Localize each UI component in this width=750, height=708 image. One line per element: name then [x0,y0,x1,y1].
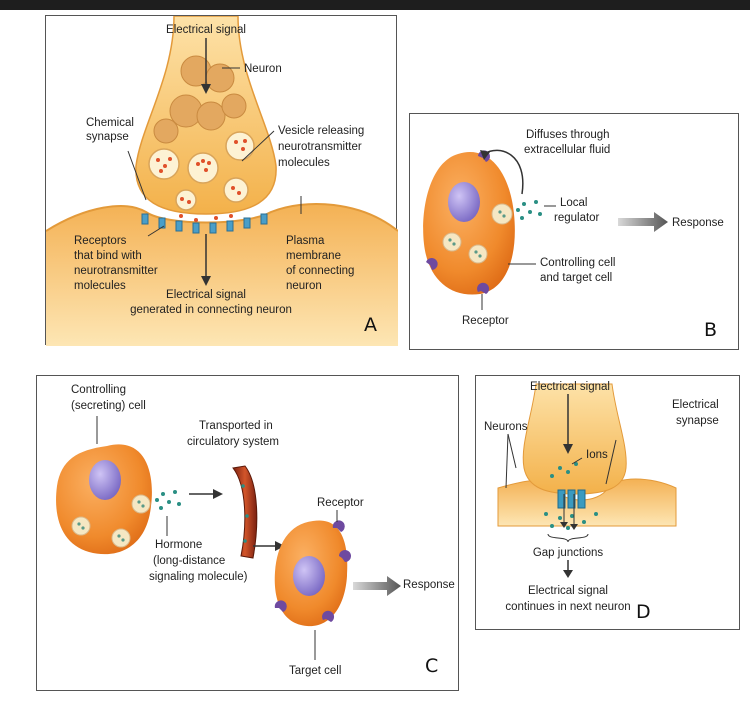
label-neurons: Neurons [484,421,528,433]
gap-junction-channels [557,489,586,509]
receptors-c [274,520,351,622]
panel-letter-b: B [704,319,717,341]
label-receptors-2: that bind with [74,250,142,262]
blood-vessel [232,465,258,559]
top-dark-bar [0,0,750,10]
label-generated-2: generated in connecting neuron [130,304,292,316]
label-continues-2: continues in next neuron [505,601,630,613]
label-controlling-c-2: (secreting) cell [71,400,146,412]
panel-d-electrical-synapse: Electrical signal Neurons Electrical syn… [475,375,740,630]
label-receptor-b: Receptor [462,315,509,327]
label-continues-1: Electrical signal [528,585,608,597]
label-electrical-signal-a: Electrical signal [166,24,246,36]
upper-neuron [522,383,627,495]
label-local-1: Local [560,197,588,209]
label-response-b: Response [672,217,724,229]
response-arrow-c [353,576,401,596]
panel-letter-c: C [425,655,438,677]
label-receptor-c: Receptor [317,497,364,509]
label-neuron: Neuron [244,63,282,75]
label-electrical-synapse-2: synapse [676,415,719,427]
label-receptors-1: Receptors [74,235,127,247]
label-plasma-2: membrane [286,250,341,262]
panel-a-chemical-synapse: Electrical signal Neuron Chemical synaps… [45,15,398,346]
label-controlling-c-1: Controlling [71,384,126,396]
panel-letter-d: D [636,601,651,623]
panel-letter-a: A [364,314,377,336]
receptor-channels [141,213,268,234]
label-chemical-synapse-2: synapse [86,131,129,143]
label-ions: Ions [586,449,608,461]
label-plasma-3: of connecting [286,265,354,277]
label-controlling-2: and target cell [540,272,612,284]
label-receptors-3: neurotransmitter [74,265,158,277]
label-controlling-1: Controlling cell [540,257,615,269]
panel-c-hormone: Controlling (secreting) cell Transported… [36,375,459,691]
label-hormone-1: Hormone [155,539,202,551]
nucleus [448,182,480,222]
label-diffuses-1: Diffuses through [526,129,610,141]
local-regulator-dots [516,200,542,220]
label-chemical-synapse-1: Chemical [86,117,134,129]
label-generated-1: Electrical signal [166,289,246,301]
label-receptors-4: molecules [74,280,126,292]
label-plasma-4: neuron [286,280,322,292]
controlling-target-cell [423,152,515,295]
label-electrical-signal-d: Electrical signal [530,381,610,393]
label-local-2: regulator [554,212,600,224]
label-vesicle-3: molecules [278,157,330,169]
label-transported-1: Transported in [199,420,273,432]
label-hormone-2: (long-distance [153,555,225,567]
response-arrow-b [618,212,668,232]
label-hormone-3: signaling molecule) [149,571,248,583]
label-plasma-1: Plasma [286,235,325,247]
postsynaptic-neuron [46,203,398,346]
label-vesicle-1: Vesicle releasing [278,125,364,137]
label-target-cell: Target cell [289,665,341,677]
label-response-c: Response [403,579,455,591]
ion-dots [544,462,598,530]
panel-b-local-regulator: Diffuses through extracellular fluid Loc… [409,113,739,350]
label-diffuses-2: extracellular fluid [524,144,610,156]
label-electrical-synapse-1: Electrical [672,399,719,411]
hormone-dots [155,490,181,510]
label-vesicle-2: neurotransmitter [278,141,362,153]
label-transported-2: circulatory system [187,436,279,448]
label-gap-junctions: Gap junctions [533,547,604,559]
